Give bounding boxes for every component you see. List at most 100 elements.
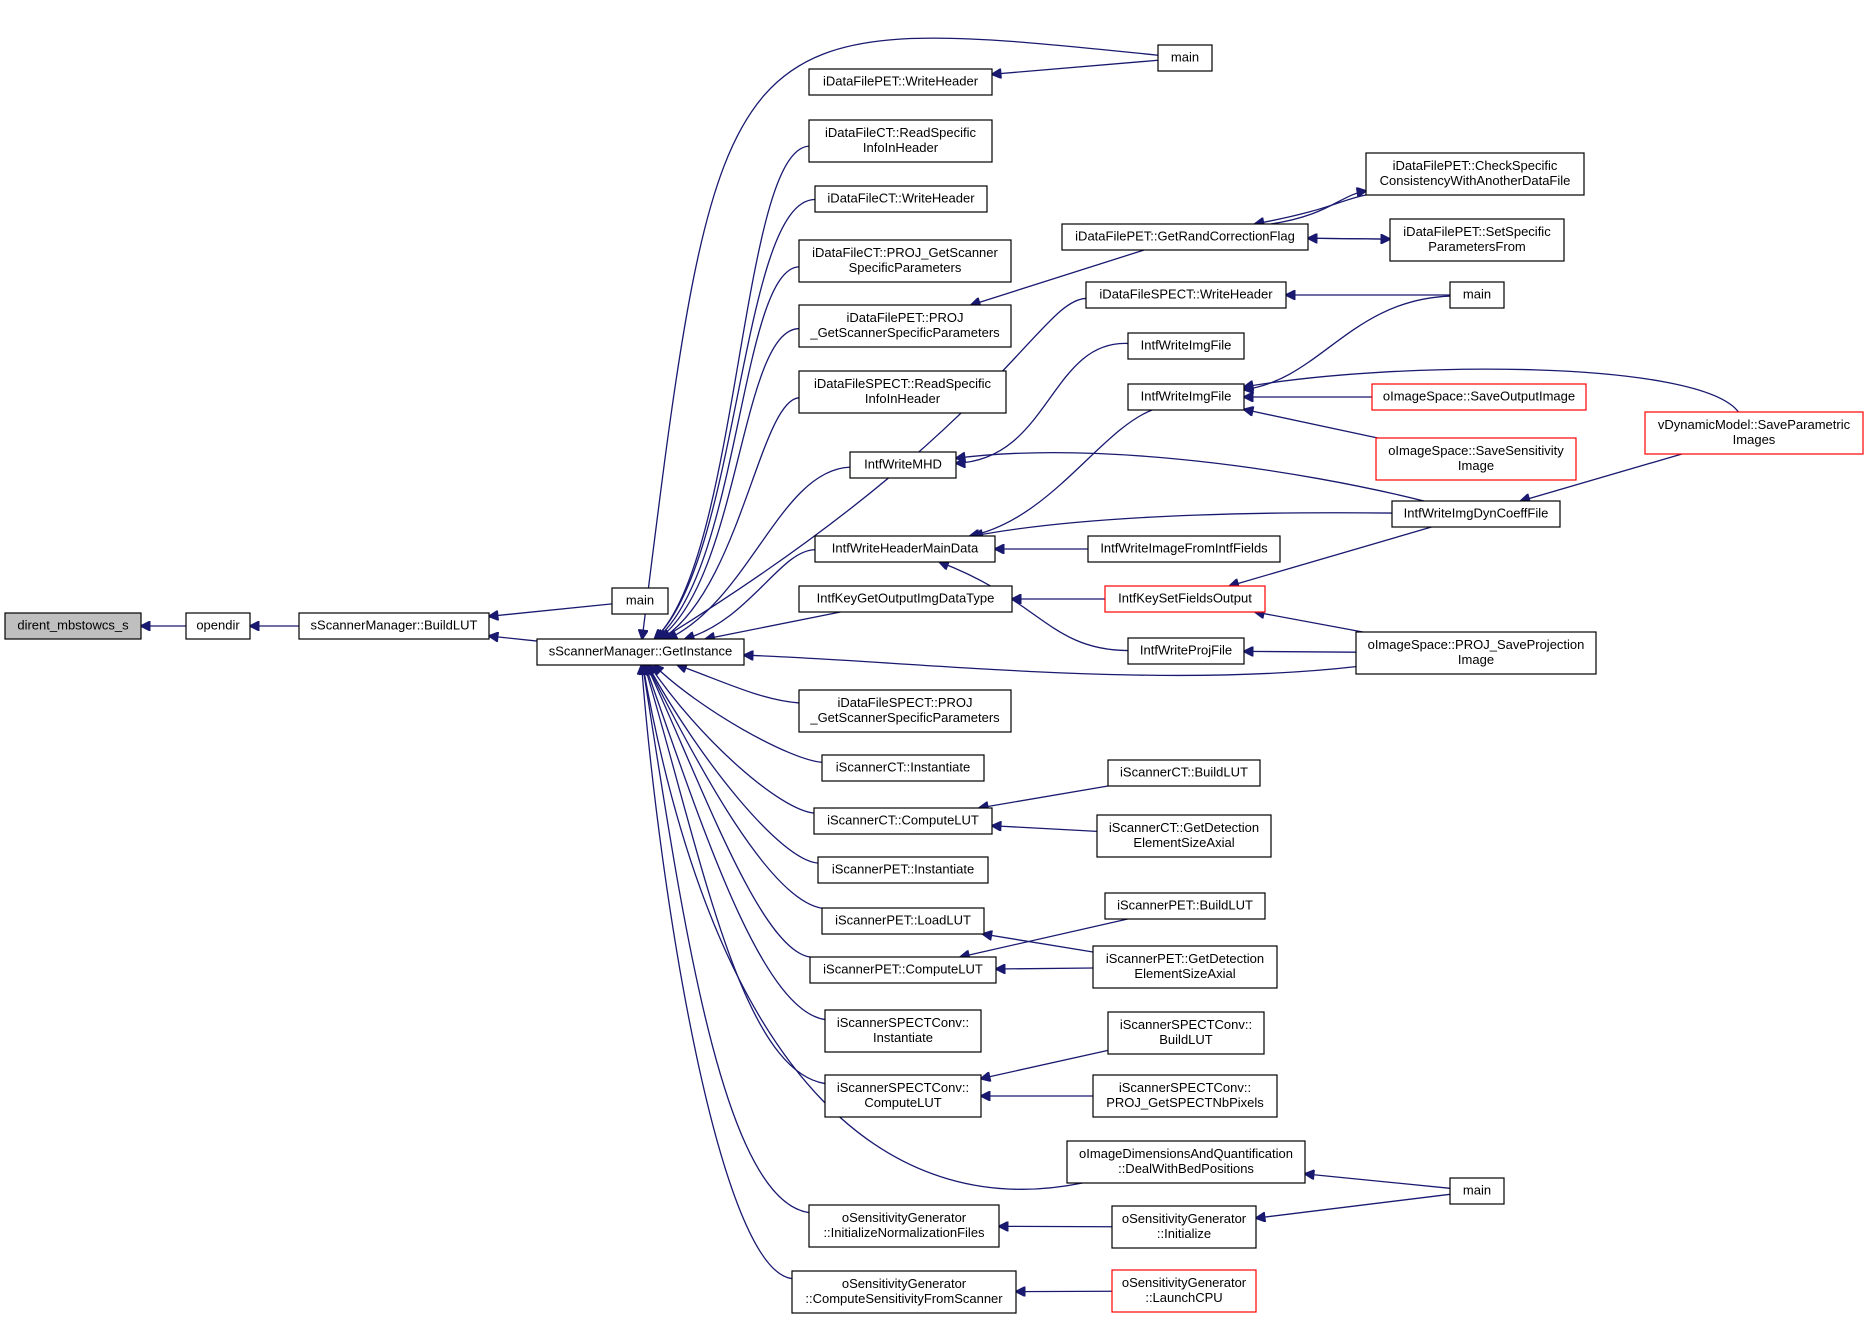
node-label: ElementSizeAxial	[1134, 966, 1235, 981]
node-iDataFileCT_PROJ_GetScannerSpecificParameters[interactable]: iDataFileCT::PROJ_GetScannerSpecificPara…	[798, 239, 1012, 283]
node-label: iScannerSPECTConv::	[1120, 1017, 1252, 1032]
node-iDataFilePET_WriteHeader[interactable]: iDataFilePET::WriteHeader	[808, 68, 993, 96]
node-label: iDataFilePET::WriteHeader	[823, 74, 979, 89]
edge-oImageSpace_PROJ_SaveProjectionImage-to-IntfKeySetFieldsOutput	[1255, 612, 1363, 633]
node-IntfWriteImgDynCoeffFile[interactable]: IntfWriteImgDynCoeffFile	[1391, 500, 1561, 528]
node-label: Image	[1458, 652, 1494, 667]
node-oImageSpace_SaveOutputImage[interactable]: oImageSpace::SaveOutputImage	[1371, 383, 1587, 411]
node-oSensitivityGenerator_LaunchCPU[interactable]: oSensitivityGenerator::LaunchCPU	[1111, 1269, 1257, 1313]
node-box	[1092, 945, 1278, 989]
node-box	[185, 612, 251, 640]
node-main_d[interactable]: main	[1449, 1177, 1505, 1205]
node-label: iScannerPET::Instantiate	[832, 862, 974, 877]
node-IntfWriteHeaderMainData[interactable]: IntfWriteHeaderMainData	[814, 535, 996, 563]
node-iScannerPET_LoadLUT[interactable]: iScannerPET::LoadLUT	[821, 907, 985, 935]
node-label: sScannerManager::BuildLUT	[311, 618, 478, 633]
node-label: iScannerPET::LoadLUT	[835, 913, 971, 928]
edge-oImageDimensionsAndQuantification_DealWithBedPositions-to-sScannerManager_GetInstance	[643, 665, 1083, 1190]
node-IntfWriteImageFromIntfFields[interactable]: IntfWriteImageFromIntfFields	[1087, 535, 1281, 563]
node-label: IntfKeySetFieldsOutput	[1118, 591, 1252, 606]
node-main_a[interactable]: main	[611, 587, 669, 615]
node-IntfKeySetFieldsOutput[interactable]: IntfKeySetFieldsOutput	[1104, 585, 1266, 613]
node-box	[791, 1270, 1017, 1314]
edge-IntfWriteProjFile-to-IntfWriteHeaderMainData	[939, 562, 1129, 652]
node-iScannerPET_ComputeLUT[interactable]: iScannerPET::ComputeLUT	[809, 956, 997, 984]
node-iDataFilePET_GetRandCorrectionFlag[interactable]: iDataFilePET::GetRandCorrectionFlag	[1061, 223, 1309, 251]
node-iScannerPET_BuildLUT[interactable]: iScannerPET::BuildLUT	[1104, 892, 1266, 920]
node-IntfWriteProjFile[interactable]: IntfWriteProjFile	[1127, 637, 1245, 665]
edge-sScannerManager_GetInstance-to-sScannerManager_BuildLUT	[489, 636, 538, 641]
node-box	[1391, 500, 1561, 528]
edge-main_b-to-sScannerManager_GetInstance	[642, 37, 1159, 639]
node-main_c[interactable]: main	[1449, 281, 1505, 309]
node-oSensitivityGenerator_ComputeSensitivityFromScanner[interactable]: oSensitivityGenerator::ComputeSensitivit…	[791, 1270, 1017, 1314]
node-box	[824, 1074, 982, 1118]
edge-iDataFileSPECT_ReadSpecificInfoInHeader-to-sScannerManager_GetInstance	[661, 397, 800, 639]
node-iScannerPET_Instantiate[interactable]: iScannerPET::Instantiate	[817, 856, 989, 884]
node-box	[808, 119, 993, 163]
node-box	[1449, 281, 1505, 309]
node-iScannerSPECTConv_ComputeLUT[interactable]: iScannerSPECTConv::ComputeLUT	[824, 1074, 982, 1118]
node-iDataFilePET_PROJ_GetScannerSpecificParameters[interactable]: iDataFilePET::PROJ_GetScannerSpecificPar…	[798, 304, 1012, 348]
node-box	[1355, 631, 1597, 675]
node-label: iDataFileCT::PROJ_GetScanner	[812, 245, 998, 260]
node-box	[298, 612, 490, 640]
node-iDataFilePET_CheckSpecificConsistencyWithAnotherDataFile[interactable]: iDataFilePET::CheckSpecificConsistencyWi…	[1365, 152, 1585, 196]
node-box	[1389, 218, 1565, 262]
edge-iDataFileCT_WriteHeader-to-sScannerManager_GetInstance	[655, 198, 816, 639]
node-iScannerCT_BuildLUT[interactable]: iScannerCT::BuildLUT	[1107, 759, 1261, 787]
node-label: oImageSpace::PROJ_SaveProjection	[1368, 637, 1585, 652]
edge-IntfWriteImgFile_a-to-IntfWriteMHD	[956, 342, 1129, 463]
node-opendir[interactable]: opendir	[185, 612, 251, 640]
node-box	[817, 856, 989, 884]
node-label: PROJ_GetSPECTNbPixels	[1106, 1095, 1264, 1110]
node-IntfWriteImgFile_b[interactable]: IntfWriteImgFile	[1127, 383, 1245, 411]
node-iScannerCT_Instantiate[interactable]: iScannerCT::Instantiate	[821, 754, 985, 782]
node-label: BuildLUT	[1159, 1032, 1213, 1047]
edge-IntfWriteImgDynCoeffFile-to-IntfWriteHeaderMainData	[974, 512, 1393, 536]
node-main_b[interactable]: main	[1157, 44, 1213, 72]
node-label: sScannerManager::GetInstance	[549, 644, 733, 659]
edge-iScannerCT_GetDetectionElementSizeAxial-to-iScannerCT_ComputeLUT	[992, 826, 1098, 833]
node-sScannerManager_GetInstance[interactable]: sScannerManager::GetInstance	[536, 638, 745, 666]
node-box	[1127, 383, 1245, 411]
node-oSensitivityGenerator_Initialize[interactable]: oSensitivityGenerator::Initialize	[1111, 1205, 1257, 1249]
node-label: ElementSizeAxial	[1133, 835, 1234, 850]
node-IntfWriteImgFile_a[interactable]: IntfWriteImgFile	[1127, 332, 1245, 360]
node-box	[813, 807, 993, 835]
node-IntfWriteMHD[interactable]: IntfWriteMHD	[849, 451, 957, 479]
node-iDataFileCT_WriteHeader[interactable]: iDataFileCT::WriteHeader	[814, 185, 988, 213]
edge-iDataFilePET_CheckSpecificConsistencyWithAnotherDataFile-to-iDataFilePET_GetRandCorrectionFlag	[1255, 194, 1367, 224]
node-iDataFileSPECT_PROJ_GetScannerSpecificParameters[interactable]: iDataFileSPECT::PROJ_GetScannerSpecificP…	[798, 689, 1012, 733]
node-label: _GetScannerSpecificParameters	[809, 325, 1000, 340]
node-oSensitivityGenerator_InitializeNormalizationFiles[interactable]: oSensitivityGenerator::InitializeNormali…	[808, 1204, 1000, 1248]
node-label: ::InitializeNormalizationFiles	[823, 1225, 985, 1240]
node-iScannerPET_GetDetectionElementSizeAxial[interactable]: iScannerPET::GetDetectionElementSizeAxia…	[1092, 945, 1278, 989]
node-iDataFileSPECT_WriteHeader[interactable]: iDataFileSPECT::WriteHeader	[1085, 281, 1287, 309]
edge-iDataFilePET_PROJ_GetScannerSpecificParameters-to-sScannerManager_GetInstance	[658, 327, 800, 639]
edge-iScannerCT_ComputeLUT-to-sScannerManager_GetInstance	[649, 665, 815, 814]
node-IntfKeyGetOutputImgDataType[interactable]: IntfKeyGetOutputImgDataType	[798, 585, 1013, 613]
node-iScannerSPECTConv_Instantiate[interactable]: iScannerSPECTConv::Instantiate	[824, 1009, 982, 1053]
node-label: ::LaunchCPU	[1145, 1290, 1222, 1305]
edge-iScannerCT_Instantiate-to-sScannerManager_GetInstance	[654, 665, 823, 763]
node-box	[849, 451, 957, 479]
node-iScannerSPECTConv_BuildLUT[interactable]: iScannerSPECTConv::BuildLUT	[1107, 1011, 1265, 1055]
node-sScannerManager_BuildLUT[interactable]: sScannerManager::BuildLUT	[298, 612, 490, 640]
node-oImageDimensionsAndQuantification_DealWithBedPositions[interactable]: oImageDimensionsAndQuantification::DealW…	[1066, 1140, 1306, 1184]
node-box	[1107, 759, 1261, 787]
node-label: main	[1171, 50, 1199, 65]
node-box	[814, 185, 988, 213]
node-iScannerCT_ComputeLUT[interactable]: iScannerCT::ComputeLUT	[813, 807, 993, 835]
node-label: iScannerSPECTConv::	[837, 1080, 969, 1095]
node-label: iDataFileCT::WriteHeader	[827, 191, 975, 206]
node-iScannerSPECTConv_PROJ_GetSPECTNbPixels[interactable]: iScannerSPECTConv::PROJ_GetSPECTNbPixels	[1092, 1074, 1278, 1118]
edge-iScannerPET_ComputeLUT-to-sScannerManager_GetInstance	[647, 665, 811, 958]
